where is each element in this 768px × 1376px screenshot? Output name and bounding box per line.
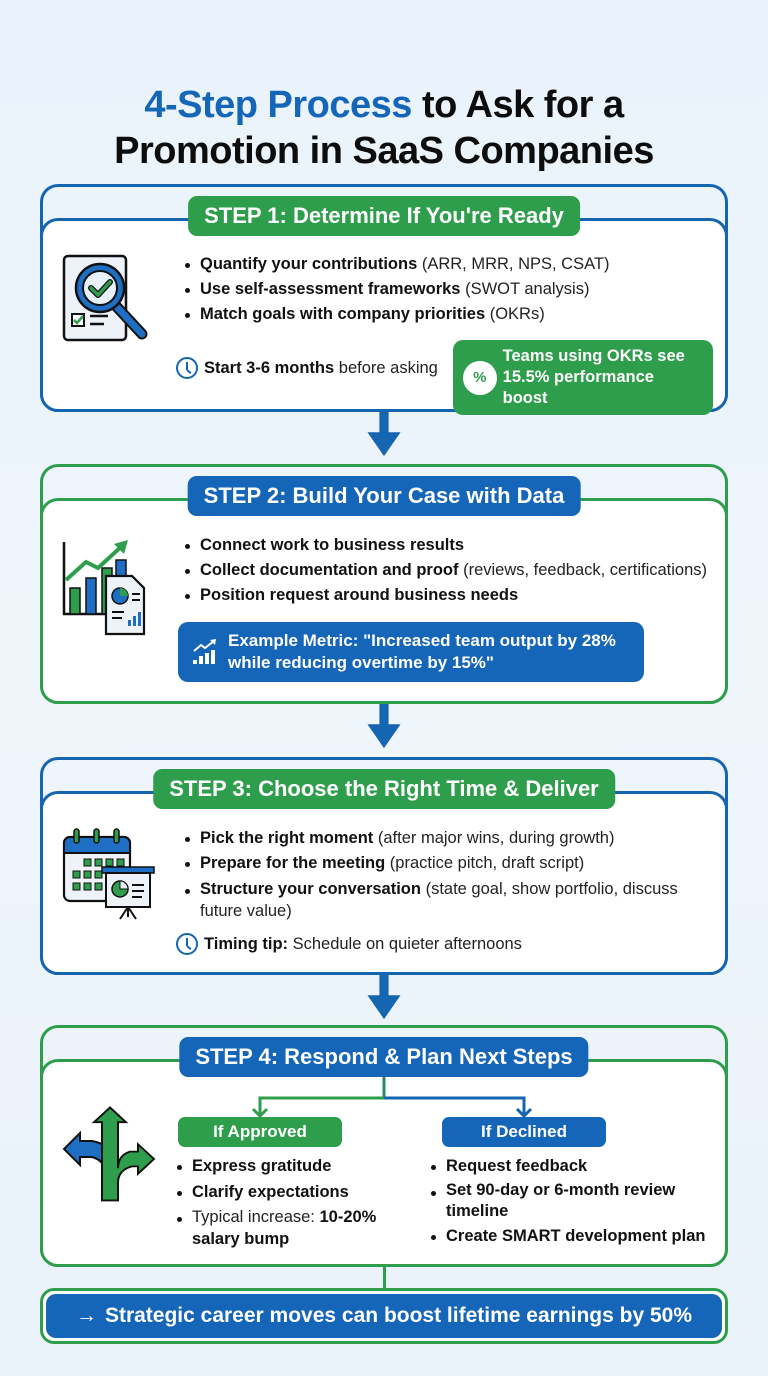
- list-item: Position request around business needs: [182, 583, 707, 608]
- title-rest: to Ask for a: [411, 84, 624, 126]
- trend-bars-icon: [193, 639, 216, 664]
- footer-connector: [383, 1266, 386, 1290]
- if-approved-label: If Approved: [178, 1117, 342, 1147]
- percent-badge-icon: %: [465, 362, 495, 393]
- list-item: Create SMART development plan: [428, 1224, 718, 1248]
- page-title: 4-Step Process to Ask for a Promotion in…: [0, 82, 768, 174]
- list-item: Set 90-day or 6-month review timeline: [428, 1180, 718, 1222]
- declined-list: Request feedback Set 90-day or 6-month r…: [428, 1154, 718, 1248]
- step-4-label: STEP 4: Respond & Plan Next Steps: [179, 1037, 589, 1077]
- list-item: Typical increase: 10-20% salary bump: [174, 1206, 404, 1250]
- approved-list: Express gratitude Clarify expectations T…: [174, 1154, 404, 1250]
- list-item: Connect work to business results: [182, 533, 707, 558]
- step-3-timing-tip: Timing tip: Schedule on quieter afternoo…: [176, 933, 522, 955]
- list-item: Structure your conversation (state goal,…: [182, 878, 712, 922]
- step-1-timing-note: Start 3-6 months before asking: [176, 357, 438, 379]
- branch-connector: [251, 1077, 533, 1119]
- calendar-presentation-icon: [58, 823, 158, 923]
- step-1-card: STEP 1: Determine If You're Ready Quanti…: [40, 184, 728, 415]
- list-item: Request feedback: [428, 1154, 718, 1178]
- clock-icon: [176, 357, 198, 379]
- step-2-label: STEP 2: Build Your Case with Data: [187, 476, 581, 516]
- list-item: Pick the right moment (after major wins,…: [182, 826, 712, 851]
- split-arrows-icon: [58, 1105, 158, 1205]
- step-1-bullet-list: Quantify your contributions (ARR, MRR, N…: [182, 252, 609, 327]
- title-accent: 4-Step Process: [144, 84, 412, 126]
- if-declined-label: If Declined: [442, 1117, 606, 1147]
- title-line2: Promotion in SaaS Companies: [114, 130, 654, 172]
- example-metric-box: Example Metric: "Increased team output b…: [178, 622, 644, 682]
- list-item: Prepare for the meeting (practice pitch,…: [182, 851, 712, 876]
- down-arrow-icon: [367, 412, 401, 457]
- growth-chart-report-icon: [58, 538, 158, 638]
- list-item: Clarify expectations: [174, 1180, 404, 1204]
- step-1-label: STEP 1: Determine If You're Ready: [188, 196, 580, 236]
- step-3-label: STEP 3: Choose the Right Time & Deliver: [153, 769, 615, 809]
- down-arrow-icon: [367, 975, 401, 1020]
- clock-icon: [176, 933, 198, 955]
- arrow-right-icon: →: [75, 1304, 97, 1327]
- step-3-card: STEP 3: Choose the Right Time & Deliver: [40, 757, 728, 975]
- step-3-bullet-list: Pick the right moment (after major wins,…: [182, 826, 712, 922]
- step-2-bullet-list: Connect work to business results Collect…: [182, 533, 707, 608]
- down-arrow-icon: [367, 704, 401, 749]
- banner-text: Strategic career moves can boost lifetim…: [104, 1304, 693, 1327]
- step-4-card: STEP 4: Respond & Plan Next Steps If App…: [40, 1025, 728, 1267]
- magnifier-checklist-icon: [58, 250, 158, 350]
- list-item: Quantify your contributions (ARR, MRR, N…: [182, 252, 609, 277]
- list-item: Match goals with company priorities (OKR…: [182, 302, 609, 327]
- list-item: Collect documentation and proof (reviews…: [182, 558, 707, 583]
- list-item: Use self-assessment frameworks (SWOT ana…: [182, 277, 609, 302]
- earnings-banner: → Strategic career moves can boost lifet…: [40, 1288, 728, 1344]
- list-item: Express gratitude: [174, 1154, 404, 1178]
- step-2-card: STEP 2: Build Your Case with Data Connec…: [40, 464, 728, 704]
